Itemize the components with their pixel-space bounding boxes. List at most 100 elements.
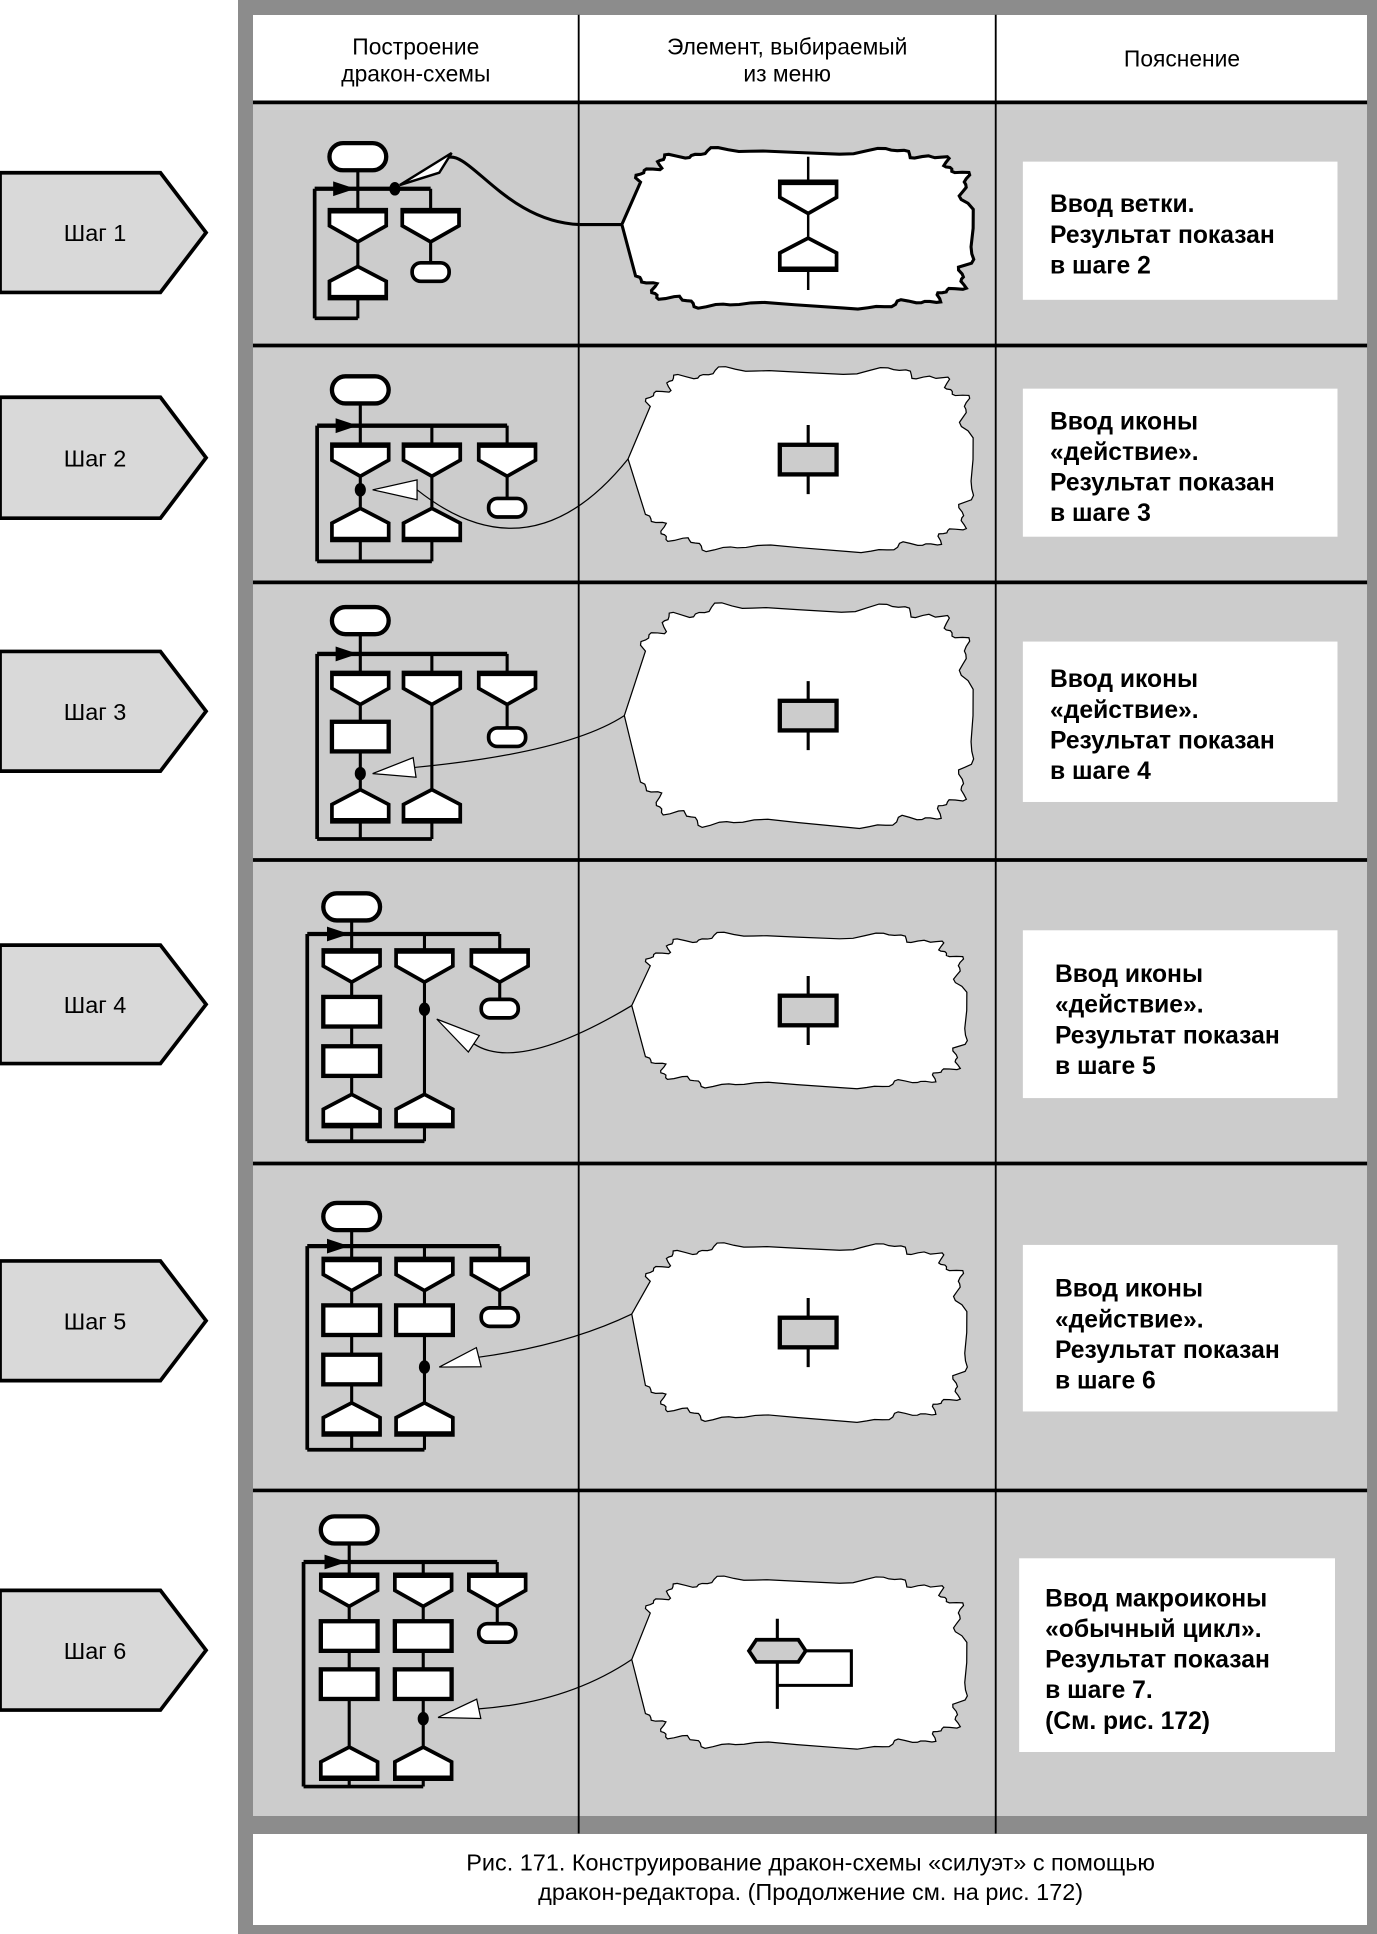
action-icon <box>392 1619 454 1653</box>
step-row: Шаг 6 Ввод макроиконы «обычный цикл». Резул… <box>0 1514 1336 1789</box>
step-label: Шаг 6 <box>64 1638 127 1664</box>
action-icon <box>329 719 391 754</box>
menu-element <box>746 1618 853 1709</box>
explanation-box <box>1022 1244 1338 1412</box>
action-icon <box>777 1315 839 1350</box>
pointer-line <box>478 1658 633 1710</box>
branch-icon <box>321 1256 382 1293</box>
explanation-box <box>1022 641 1338 802</box>
explanation-line: Результат показан <box>1055 1022 1280 1049</box>
branch-icon <box>476 442 538 479</box>
address-icon <box>330 506 391 543</box>
explanation-line: Ввод иконы <box>1050 666 1198 693</box>
branch-icon <box>318 1572 380 1609</box>
explanation-box <box>1022 930 1338 1099</box>
drakon-diagram <box>315 604 538 841</box>
title-icon <box>329 604 391 637</box>
branch-icon <box>401 442 463 479</box>
explanation-line: «действие». <box>1050 439 1199 466</box>
action-icon <box>321 1352 383 1387</box>
action-icon <box>321 994 383 1029</box>
drakon-diagram <box>312 140 461 321</box>
action-icon <box>321 1303 383 1338</box>
loop-arrow-icon <box>324 1554 347 1570</box>
action-icon <box>777 993 839 1028</box>
action-icon <box>318 1667 380 1702</box>
caption-box <box>253 1834 1367 1925</box>
action-icon <box>318 1619 380 1653</box>
action-icon <box>777 442 839 477</box>
address-icon <box>401 787 463 824</box>
explanation-line: в шаге 4 <box>1050 758 1151 785</box>
table-header <box>253 15 1367 102</box>
explanation-line: Ввод макроиконы <box>1045 1585 1267 1612</box>
explanation-line: Результат показан <box>1050 470 1275 497</box>
address-icon <box>318 1744 380 1782</box>
drakon-diagram <box>305 891 530 1144</box>
pointer-line <box>478 1313 633 1358</box>
address-icon <box>330 787 391 824</box>
explanation-box <box>1019 1558 1336 1753</box>
title-icon <box>321 1200 383 1233</box>
step-badge <box>0 943 209 1066</box>
branch-icon <box>327 207 389 244</box>
end-icon <box>479 997 521 1020</box>
pointer-line <box>473 1005 633 1054</box>
address-icon <box>393 1744 454 1782</box>
step-label: Шаг 3 <box>64 699 127 725</box>
end-icon <box>479 1305 521 1329</box>
title-icon <box>329 374 391 406</box>
step-row: Шаг 4 Ввод иконы «действие». Результат пока… <box>0 891 1338 1144</box>
end-icon <box>476 1621 518 1645</box>
explanation-line: Ввод иконы <box>1055 961 1203 988</box>
explanation-line: Ввод ветки. <box>1050 191 1195 218</box>
loop-line <box>777 1649 853 1687</box>
branch-icon <box>394 948 455 985</box>
menu-element <box>777 1297 839 1368</box>
branch-icon <box>401 670 463 707</box>
title-icon <box>321 891 383 923</box>
end-icon <box>486 726 528 749</box>
column-header: Элемент, выбираемый <box>667 33 907 59</box>
branch-icon <box>400 207 461 244</box>
step-label: Шаг 2 <box>64 445 127 471</box>
pointer-arrow-icon <box>436 1018 481 1053</box>
menu-element <box>777 425 839 495</box>
address-icon <box>321 1400 382 1437</box>
insertion-point-icon <box>354 483 366 497</box>
explanation-line: Результат показан <box>1055 1337 1280 1364</box>
menu-element <box>777 975 839 1046</box>
branch-icon <box>469 1256 530 1293</box>
insertion-point-icon <box>418 1360 431 1374</box>
step-badge <box>0 395 209 521</box>
end-icon <box>410 260 451 284</box>
step-label: Шаг 4 <box>64 992 127 1018</box>
column-header: Пояснение <box>1124 46 1240 72</box>
explanation-line: (См. рис. 172) <box>1045 1708 1210 1735</box>
pointer-arrow-icon <box>372 479 418 501</box>
branch-icon <box>321 948 382 985</box>
drakon-diagram <box>315 374 538 564</box>
explanation-line: «обычный цикл». <box>1045 1616 1262 1643</box>
explanation-box <box>1022 161 1338 300</box>
title-icon <box>318 1514 380 1546</box>
pointer-arrow-icon <box>438 1346 482 1368</box>
loop-start-icon <box>746 1637 808 1664</box>
branch-icon <box>330 442 391 479</box>
loop-arrow-icon <box>333 181 356 197</box>
action-icon <box>393 1303 456 1338</box>
action-icon <box>321 1044 383 1079</box>
branch-icon <box>330 670 391 707</box>
explanation-line: в шаге 2 <box>1050 252 1151 279</box>
address-icon <box>327 264 389 301</box>
action-icon <box>392 1667 454 1702</box>
explanation-line: «действие». <box>1055 992 1204 1019</box>
title-icon <box>327 140 389 173</box>
pointer-arrow-icon <box>372 756 417 778</box>
explanation-line: Результат показан <box>1045 1647 1270 1674</box>
menu-element <box>777 681 839 751</box>
